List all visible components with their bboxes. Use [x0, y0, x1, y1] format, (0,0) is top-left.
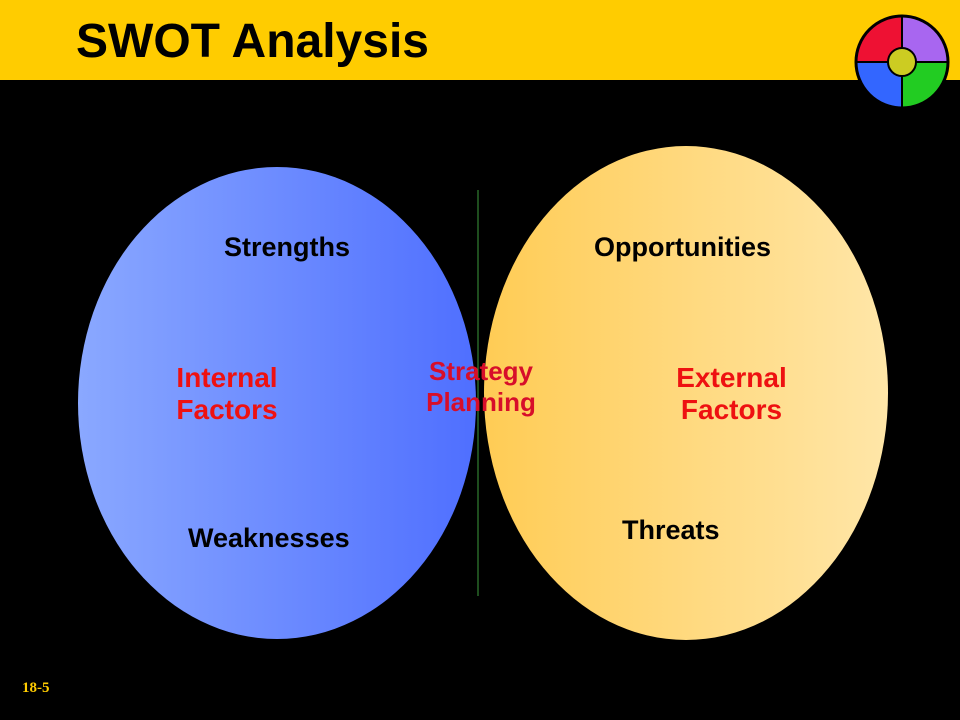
weaknesses-label: Weaknesses [188, 523, 350, 553]
quadrant-wheel-icon [854, 14, 950, 110]
page-title: SWOT Analysis [76, 15, 429, 68]
slide-number: 18-5 [22, 680, 50, 696]
internal-factors-line2: Factors [176, 394, 278, 425]
internal-factors-line1: Internal [176, 362, 278, 393]
strategy-planning-line1: Strategy [428, 356, 534, 386]
external-factors-label: External Factors [664, 362, 799, 426]
logo-ring [854, 14, 950, 110]
opportunities-label: Opportunities [594, 232, 771, 262]
external-factors-line2: Factors [680, 394, 783, 425]
strategy-planning-label: Strategy Planning [408, 356, 554, 418]
left-circle [78, 167, 476, 639]
title-bar: SWOT Analysis [0, 0, 960, 80]
threats-label: Threats [622, 515, 720, 545]
right-circle [484, 146, 888, 640]
logo-center [887, 47, 917, 77]
external-factors-line1: External [676, 362, 787, 393]
strengths-label: Strengths [224, 232, 351, 262]
strategy-planning-line2: Planning [426, 387, 536, 417]
internal-factors-label: Internal Factors [162, 362, 292, 426]
